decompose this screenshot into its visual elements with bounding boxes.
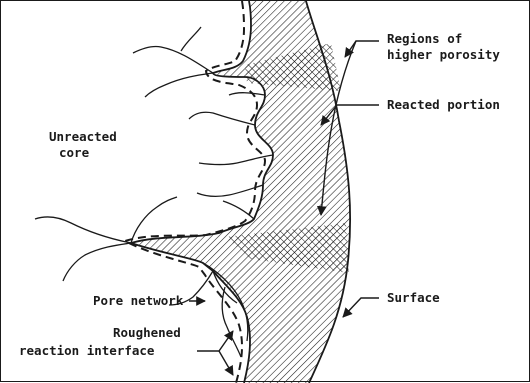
label-regions-line2: higher porosity [387, 47, 500, 62]
label-regions-line1: Regions of [387, 31, 462, 46]
label-unreacted-line2: core [59, 145, 90, 160]
label-roughened-line1: Roughened [113, 325, 181, 340]
label-reacted-portion: Reacted portion [387, 97, 500, 112]
leader-roughened-upper [197, 331, 233, 351]
label-unreacted-line1: Unreacted [49, 129, 117, 144]
leader-roughened-lower [219, 351, 233, 375]
label-surface: Surface [387, 290, 440, 305]
leader-surface [343, 298, 379, 317]
label-roughened-line2: reaction interface [19, 343, 155, 358]
label-pore-network: Pore network [93, 293, 184, 308]
